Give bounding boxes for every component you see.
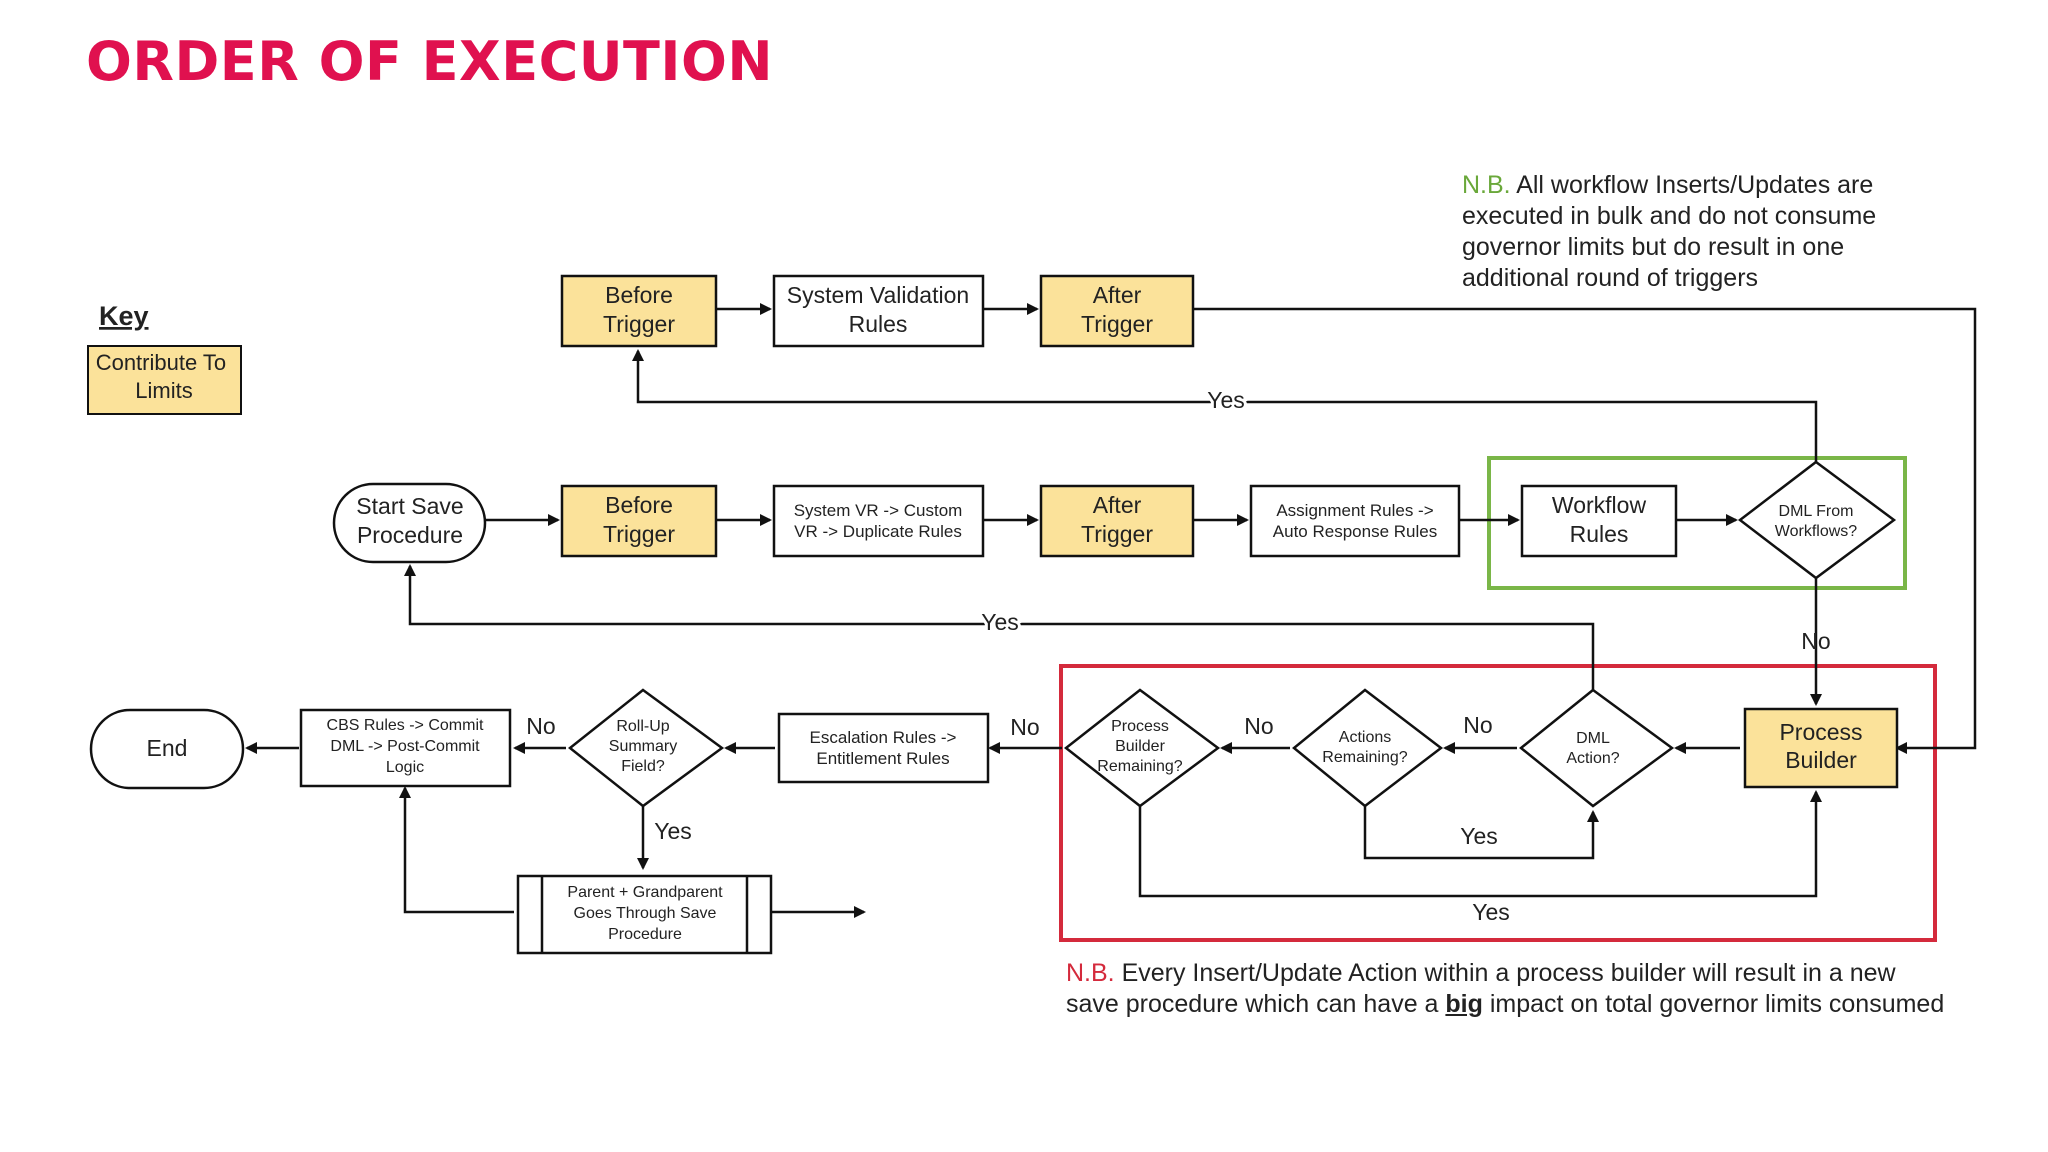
process-builder-note-prefix: N.B. bbox=[1066, 959, 1115, 987]
edge-yes-pb-remaining bbox=[1138, 790, 1822, 898]
label-no-actions-remaining: No bbox=[1244, 713, 1273, 739]
actions-remaining-diamond bbox=[1292, 688, 1444, 808]
label-no-pb-remaining: No bbox=[1010, 714, 1039, 740]
key-legend-label: Contribute To Limits bbox=[96, 350, 233, 403]
after-trigger-box bbox=[1039, 484, 1195, 558]
before-trigger-box bbox=[560, 484, 718, 558]
rollup-summary-diamond bbox=[567, 688, 725, 808]
top-before-trigger-box bbox=[560, 274, 718, 348]
label-yes-pb-remaining: Yes bbox=[1472, 899, 1510, 925]
label-no-dml-workflows: No bbox=[1801, 628, 1830, 654]
end-label: End bbox=[147, 735, 188, 761]
page-title: ORDER OF EXECUTION bbox=[86, 30, 774, 93]
process-builder-group-frame bbox=[1059, 664, 1937, 942]
process-builder-note-emphasis: big bbox=[1445, 990, 1483, 1018]
label-yes-rollup: Yes bbox=[654, 818, 692, 844]
edge-parent-to-cbs bbox=[399, 786, 514, 914]
edge-yes-actions-remaining bbox=[1363, 806, 1599, 860]
workflow-note: N.B. All workflow Inserts/Updates are ex… bbox=[1462, 170, 1922, 294]
system-vr-box bbox=[772, 484, 985, 558]
node-shapes bbox=[89, 274, 1899, 955]
workflow-group-frame bbox=[1487, 456, 1907, 590]
escalation-rules-label: Escalation Rules ->Entitlement Rules bbox=[810, 728, 957, 768]
escalation-rules-box bbox=[777, 712, 990, 784]
end-terminal bbox=[89, 708, 245, 790]
label-no-dml-action: No bbox=[1463, 712, 1492, 738]
label-yes-dml-action: Yes bbox=[1460, 823, 1498, 849]
edge-top-after-to-process-builder bbox=[1193, 307, 1977, 754]
workflow-note-prefix: N.B. bbox=[1462, 171, 1511, 199]
key-legend-swatch bbox=[87, 345, 242, 415]
edge-yes-save-loop bbox=[404, 564, 1595, 690]
parent-grandparent-subprocess bbox=[516, 874, 773, 955]
process-builder-box bbox=[1743, 707, 1899, 789]
process-builder-note: N.B. Every Insert/Update Action within a… bbox=[1066, 958, 1946, 1020]
process-builder-note-text-end: impact on total governor limits consumed bbox=[1489, 990, 1945, 1018]
key-heading: Key bbox=[99, 301, 149, 331]
label-yes-save-loop: Yes bbox=[981, 609, 1019, 635]
assignment-rules-label: Assignment Rules ->Auto Response Rules bbox=[1273, 501, 1437, 541]
label-no-rollup: No bbox=[526, 713, 555, 739]
top-after-trigger-box bbox=[1039, 274, 1195, 348]
label-yes-workflow-loop: Yes bbox=[1207, 387, 1245, 413]
workflow-note-text: All workflow Inserts/Updates are execute… bbox=[1462, 171, 1877, 292]
assignment-rules-box bbox=[1249, 484, 1461, 558]
edge-labels: Yes Yes No No Yes No Yes No No Yes bbox=[526, 384, 1830, 925]
connectors bbox=[245, 303, 1977, 918]
process-builder-remaining-diamond bbox=[1063, 688, 1221, 808]
process-builder-note-text: Every Insert/Update Action within a proc… bbox=[1066, 959, 1896, 1018]
top-system-validation-box bbox=[772, 274, 985, 348]
edge-yes-workflow-loop bbox=[632, 349, 1818, 462]
dml-action-diamond bbox=[1519, 688, 1675, 808]
cbs-rules-box bbox=[299, 708, 512, 788]
dml-from-workflows-diamond bbox=[1737, 460, 1897, 580]
start-save-procedure-terminal bbox=[332, 482, 487, 564]
workflow-rules-box bbox=[1520, 484, 1678, 558]
